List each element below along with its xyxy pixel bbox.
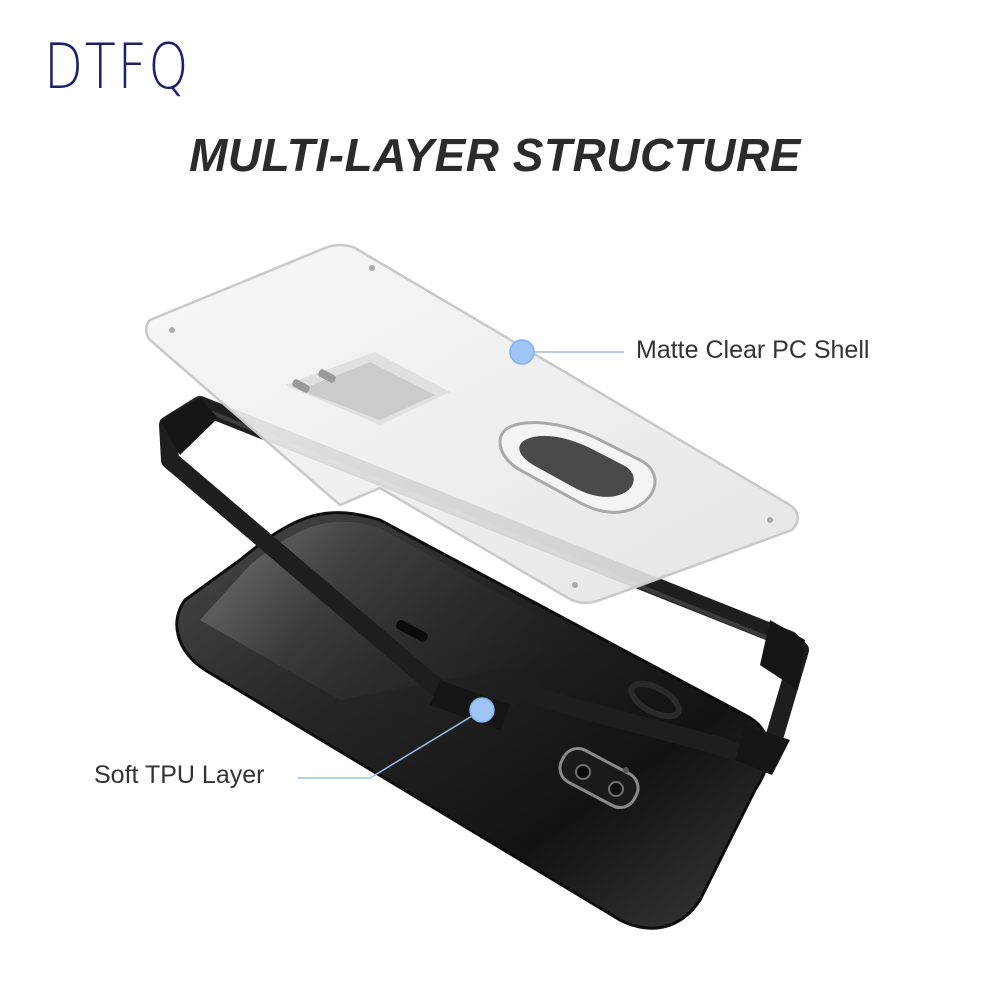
pc-shell <box>145 243 799 604</box>
callout-shell-marker <box>509 339 624 365</box>
callout-label-pc-shell: Matte Clear PC Shell <box>636 336 870 364</box>
page-headline: MULTI-LAYER STRUCTURE <box>189 129 801 181</box>
phone-body <box>175 511 771 930</box>
callout-tpu-marker <box>298 697 495 779</box>
brand-logo-text: DTFQ <box>44 30 191 103</box>
brand-logo: DTFQ <box>44 36 204 98</box>
callout-label-tpu-layer: Soft TPU Layer <box>94 761 265 789</box>
